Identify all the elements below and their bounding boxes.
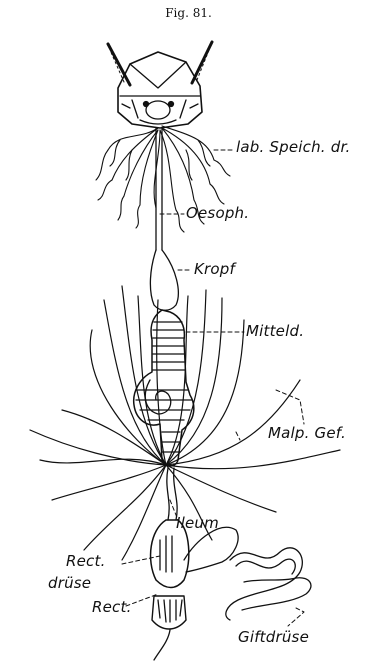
label-malpighian-tubules: Malp. Gef. — [268, 424, 346, 442]
label-midgut: Mitteld. — [246, 322, 304, 340]
label-labial-salivary-gland: lab. Speich. dr. — [236, 138, 350, 156]
midgut — [134, 310, 194, 466]
head-capsule — [118, 52, 202, 128]
label-oesophagus: Oesoph. — [186, 204, 249, 222]
label-rectal-gland-line2: drüse — [48, 574, 91, 592]
crop — [150, 250, 178, 310]
label-crop: Kropf — [194, 260, 235, 278]
label-rectum: Rect. — [92, 598, 132, 616]
label-rectal-gland-line1: Rect. — [66, 552, 106, 570]
label-venom-gland: Giftdrüse — [238, 628, 309, 646]
rectum — [151, 520, 238, 660]
label-ileum: Ileum — [176, 514, 219, 532]
ileum — [167, 468, 177, 520]
